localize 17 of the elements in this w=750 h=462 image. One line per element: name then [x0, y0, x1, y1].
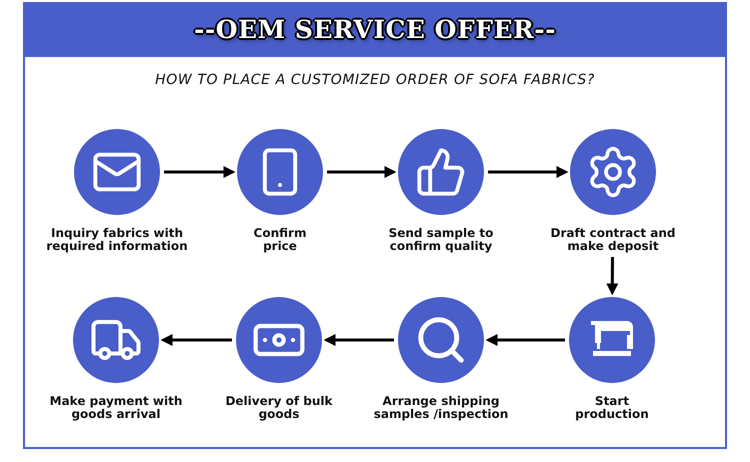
step-label: Delivery of bulk goods	[224, 395, 334, 421]
step-label: Make payment with goods arrival	[48, 395, 184, 421]
arrow	[488, 166, 568, 178]
step-label: Confirm price	[252, 227, 308, 253]
arrow	[164, 166, 236, 178]
arrow	[327, 166, 396, 178]
step-label: Draft contract and make deposit	[549, 227, 677, 253]
step-label: Inquiry fabrics with required information	[45, 227, 189, 253]
arrow	[606, 256, 618, 296]
arrow	[160, 334, 232, 346]
step-label: Send sample to confirm quality	[388, 227, 494, 253]
arrow	[486, 334, 565, 346]
step-label: Arrange shipping samples /inspection	[372, 395, 510, 421]
arrow	[324, 334, 394, 346]
subtitle: HOW TO PLACE A CUSTOMIZED ORDER OF SOFA FABRICS?	[154, 72, 596, 88]
step-label: Start production	[574, 395, 650, 421]
title: --OEM SERVICE OFFER--	[194, 15, 556, 44]
